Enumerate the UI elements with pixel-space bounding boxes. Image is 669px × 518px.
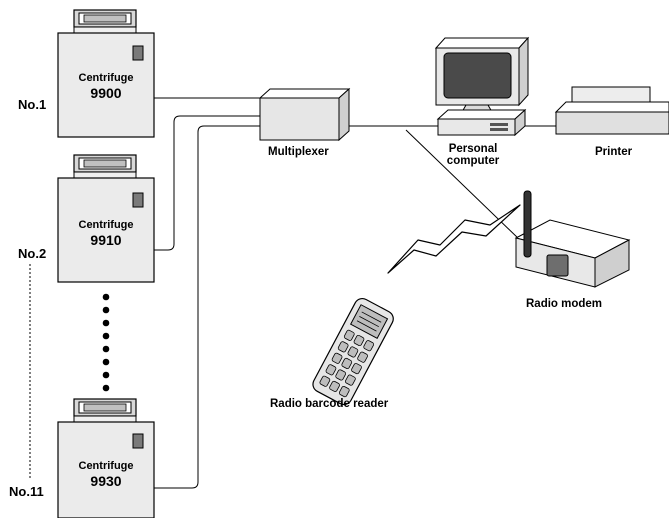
centrifuge-2-model: 9910	[90, 232, 122, 248]
multiplexer-label: Multiplexer	[268, 146, 329, 158]
centrifuge-unit-2	[57, 154, 155, 283]
centrifuge-unit-1	[57, 9, 155, 138]
radio-signal-icon	[387, 204, 521, 274]
centrifuge-unit-11	[57, 398, 155, 518]
centrifuge-11-label: Centrifuge	[78, 460, 134, 472]
cable-centrifuge-2	[154, 115, 260, 251]
cable-centrifuge-11	[154, 125, 260, 489]
centrifuge-1-number: No.1	[18, 97, 47, 112]
pc-label-line2: computer	[446, 155, 500, 167]
pc-label-line1: Personal	[448, 143, 498, 155]
centrifuge-2-number: No.2	[18, 246, 47, 261]
centrifuge-11-number: No.11	[9, 484, 44, 499]
printer-label: Printer	[595, 146, 633, 158]
radio-modem-label: Radio modem	[526, 298, 603, 310]
centrifuge-11-model: 9930	[90, 473, 122, 489]
ellipsis-dots	[102, 293, 110, 392]
printer-device	[554, 86, 669, 135]
radio-modem-device	[514, 190, 631, 288]
personal-computer	[434, 36, 530, 137]
centrifuge-1-label: Centrifuge	[78, 72, 134, 84]
centrifuge-2-label: Centrifuge	[78, 219, 134, 231]
centrifuge-1-model: 9900	[90, 85, 122, 101]
multiplexer-box	[258, 87, 351, 142]
barcode-reader-label: Radio barcode reader	[270, 398, 389, 410]
barcode-reader-device	[312, 297, 394, 406]
